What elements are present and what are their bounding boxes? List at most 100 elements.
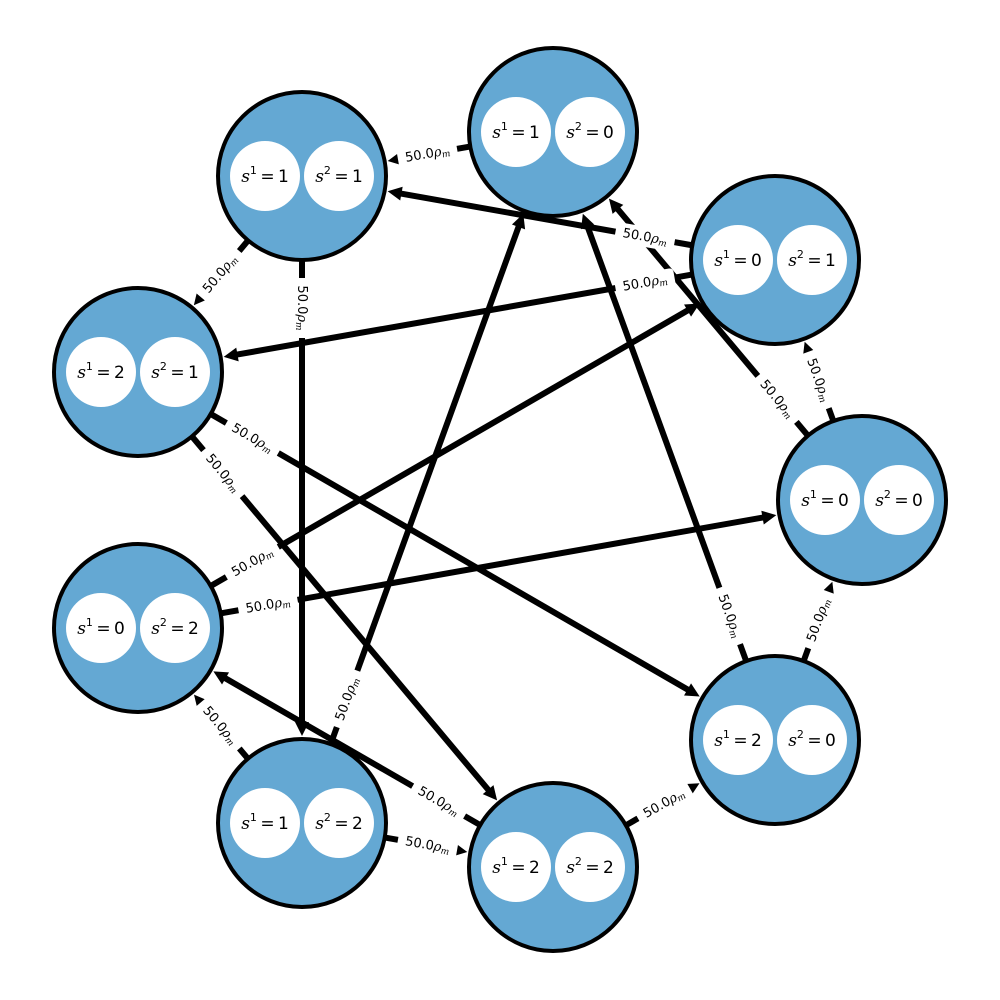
substate-value: 1 [352, 167, 363, 187]
state-node-circle [467, 781, 639, 953]
edge-label-background [237, 590, 299, 620]
substate-right: s2 = 2 [304, 788, 374, 858]
equals-sign: = [730, 251, 751, 271]
edge-n01-n21 [223, 271, 692, 362]
substate-superscript: 1 [86, 360, 93, 373]
substate-var: s [714, 731, 723, 751]
substate-superscript: 1 [810, 488, 817, 501]
edge-label: 50.0ρm [194, 246, 246, 302]
edge-rate-subscript: m [657, 238, 667, 249]
equals-sign: = [93, 363, 114, 383]
substate-left: s1 = 1 [230, 141, 300, 211]
substate-value: 1 [278, 814, 289, 834]
substate-var: s [566, 123, 575, 143]
substate-label: s1 = 1 [492, 120, 540, 143]
substate-value: 0 [912, 491, 923, 511]
edge-label-background [197, 445, 249, 501]
substate-value: 1 [825, 251, 836, 271]
edge-label: 50.0ρm [634, 781, 694, 826]
substate-value: 0 [114, 619, 125, 639]
substate-superscript: 2 [884, 488, 891, 501]
substate-var: s [151, 619, 160, 639]
substate-right: s2 = 1 [304, 141, 374, 211]
equals-sign: = [167, 363, 188, 383]
edge-rate-value: 50.0 [621, 274, 652, 294]
equals-sign: = [891, 491, 912, 511]
substate-label: s2 = 1 [151, 360, 199, 383]
substate-superscript: 2 [324, 811, 331, 824]
edge-label-background [614, 268, 676, 298]
substate-var: s [492, 123, 501, 143]
edge-rate-value: 50.0 [295, 285, 310, 314]
edge-rate-subscript: m [293, 322, 303, 331]
substate-label: s1 = 1 [241, 164, 289, 187]
edge-rate-value: 50.0 [244, 597, 275, 617]
substate-var: s [714, 251, 723, 271]
substate-label: s2 = 2 [566, 855, 614, 878]
substate-left: s1 = 2 [66, 337, 136, 407]
substate-label: s2 = 2 [151, 616, 199, 639]
arrowhead-icon [684, 303, 700, 317]
equals-sign: = [331, 167, 352, 187]
edge-rate-value: 50.0 [621, 226, 652, 246]
edge-n02-n00 [221, 510, 777, 617]
substate-value: 2 [603, 858, 614, 878]
arrowhead-icon [511, 213, 526, 230]
equals-sign: = [93, 619, 114, 639]
edge-label-background [799, 349, 838, 411]
equals-sign: = [508, 123, 529, 143]
substate-value: 1 [188, 363, 199, 383]
substate-superscript: 1 [86, 616, 93, 629]
equals-sign: = [508, 858, 529, 878]
substate-circle [864, 465, 934, 535]
substate-right: s2 = 2 [555, 832, 625, 902]
substate-circle [230, 141, 300, 211]
edge-label-background [222, 415, 282, 461]
substate-var: s [875, 491, 884, 511]
state-node-circle [216, 90, 388, 262]
edge-rate-symbol: ρ [295, 313, 310, 322]
edge-label-background [751, 371, 803, 427]
edge-label: 50.0ρm [237, 590, 299, 620]
substate-label: s1 = 0 [77, 616, 125, 639]
substate-value: 2 [751, 731, 762, 751]
edge-label: 50.0ρm [292, 278, 312, 338]
substate-label: s2 = 0 [788, 728, 836, 751]
substate-var: s [315, 814, 324, 834]
substate-superscript: 2 [575, 855, 582, 868]
substate-var: s [77, 363, 86, 383]
substate-left: s1 = 2 [481, 832, 551, 902]
substate-label: s1 = 1 [241, 811, 289, 834]
edge-label: 50.0ρm [396, 139, 459, 169]
substate-superscript: 2 [797, 728, 804, 741]
substate-value: 0 [603, 123, 614, 143]
edge-line [584, 223, 749, 662]
substate-label: s1 = 0 [714, 248, 762, 271]
substate-circle [790, 465, 860, 535]
substate-value: 1 [529, 123, 540, 143]
substate-label: s2 = 0 [566, 120, 614, 143]
edge-label: 50.0ρm [711, 585, 749, 647]
edge-label-text: 50.0ρm [404, 143, 451, 167]
substate-superscript: 1 [250, 164, 257, 177]
substate-circle [777, 225, 847, 295]
edge-label: 50.0ρm [409, 778, 469, 824]
edge-rate-subscript: m [815, 393, 827, 404]
equals-sign: = [257, 814, 278, 834]
edge-label: 50.0ρm [799, 349, 838, 411]
substate-superscript: 2 [160, 360, 167, 373]
substate-label: s2 = 1 [315, 164, 363, 187]
equals-sign: = [817, 491, 838, 511]
substate-right: s2 = 2 [140, 593, 210, 663]
substate-var: s [801, 491, 810, 511]
edge-label: 50.0ρm [751, 371, 803, 427]
edge-label-text: 50.0ρm [404, 834, 451, 858]
edge-label: 50.0ρm [614, 268, 676, 298]
edge-rate-value: 50.0 [404, 834, 435, 854]
edge-label-text: 50.0ρm [621, 272, 668, 296]
edge-label-background [614, 222, 676, 252]
substate-circle [703, 225, 773, 295]
